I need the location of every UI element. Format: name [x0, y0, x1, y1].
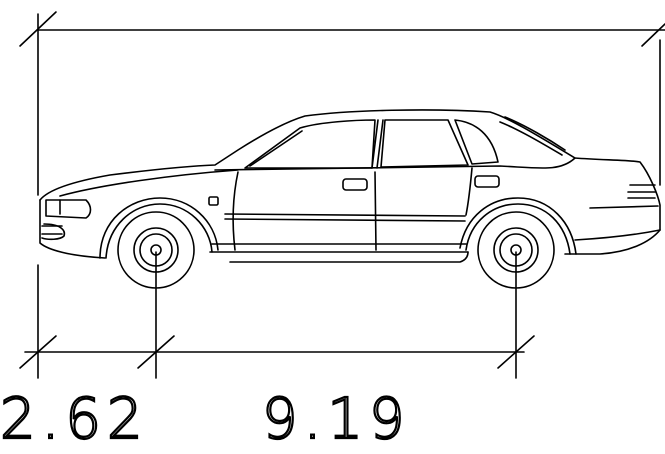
bottom-dimension	[19, 251, 535, 379]
wheelbase-label: 9.19	[262, 387, 411, 452]
front-wheel	[117, 211, 195, 289]
rear-wheel	[477, 211, 555, 289]
overall-length-dimension	[19, 11, 665, 196]
front-overhang-label: 2.62	[0, 387, 149, 452]
car-side-view	[39, 109, 661, 263]
